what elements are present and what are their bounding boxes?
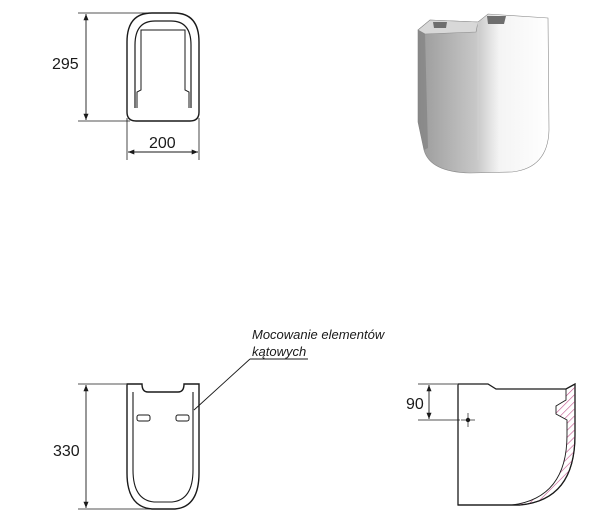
left-bracket-slot <box>136 414 151 422</box>
annotation-line1: Mocowanie elementów <box>252 327 386 342</box>
top-view-inner-detail <box>136 29 190 108</box>
mounting-point-marker <box>465 417 471 423</box>
render-body <box>417 13 550 174</box>
front-view-inner-outline <box>132 392 194 503</box>
annotation-line2: kątowych <box>252 344 306 359</box>
annotation-leader <box>193 358 251 411</box>
offset-dimension-label: 90 <box>406 396 424 413</box>
render-notch-right <box>487 16 506 24</box>
annotation: Mocowanie elementów kątowych <box>193 327 386 411</box>
front-view: 330 <box>53 383 200 510</box>
width-dimension-label: 200 <box>149 135 176 152</box>
top-view-outer-outline <box>126 12 200 122</box>
product-render <box>417 13 550 174</box>
height-dimension-label: 295 <box>52 56 79 73</box>
side-view-hatched-wall <box>511 383 576 506</box>
front-view-outer-outline <box>126 383 200 510</box>
top-view-inner-outline <box>134 20 192 108</box>
front-height-dimension-label: 330 <box>53 443 80 460</box>
top-view: 295 200 <box>52 12 200 160</box>
right-bracket-slot <box>175 414 190 422</box>
side-section: 90 <box>406 382 576 506</box>
render-top-rim <box>417 19 479 35</box>
render-edge-shadow <box>418 30 428 150</box>
render-notch-left <box>433 22 447 28</box>
